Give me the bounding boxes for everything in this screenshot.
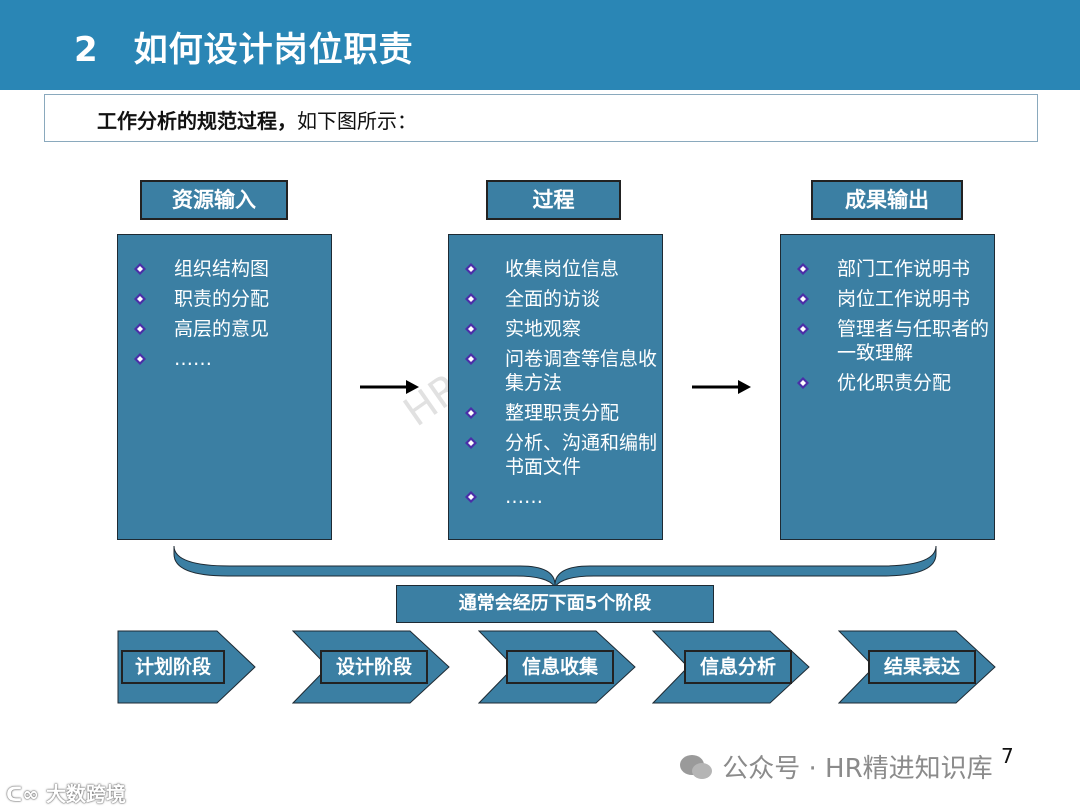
page-title: 2 如何设计岗位职责: [74, 30, 414, 70]
list-item: ……: [134, 347, 331, 371]
list-item: 高层的意见: [134, 317, 331, 341]
subtitle-rest: 如下图所示：: [297, 109, 417, 133]
arrow-right-icon: [692, 380, 751, 394]
phase-report: 结果表达: [838, 630, 996, 704]
diamond-bullet-icon: [797, 377, 809, 389]
diamond-bullet-icon: [465, 323, 477, 335]
input-list: 组织结构图 职责的分配 高层的意见 ……: [118, 235, 331, 371]
diamond-bullet-icon: [134, 263, 146, 275]
footer-watermark: 公众号 · HR精进知识库: [678, 748, 993, 785]
subtitle-text: 工作分析的规范过程，如下图所示：: [97, 105, 417, 134]
diamond-bullet-icon: [134, 323, 146, 335]
diamond-bullet-icon: [797, 323, 809, 335]
list-item: 职责的分配: [134, 287, 331, 311]
stages-heading: 通常会经历下面5个阶段: [396, 585, 714, 623]
list-item: 问卷调查等信息收集方法: [465, 347, 662, 395]
column-box-process: 收集岗位信息 全面的访谈 实地观察 问卷调查等信息收集方法 整理职责分配 分析、…: [448, 234, 663, 540]
list-item: 整理职责分配: [465, 401, 662, 425]
list-item: 管理者与任职者的一致理解: [797, 317, 994, 365]
diamond-bullet-icon: [465, 293, 477, 305]
phase-label: 计划阶段: [121, 650, 225, 684]
diamond-bullet-icon: [465, 263, 477, 275]
list-item: 组织结构图: [134, 257, 331, 281]
list-item: 分析、沟通和编制书面文件: [465, 431, 662, 479]
diamond-bullet-icon: [134, 293, 146, 305]
corner-watermark: ᑕ∞ 大数跨境: [6, 782, 126, 806]
diamond-bullet-icon: [465, 407, 477, 419]
phase-label: 信息分析: [684, 650, 792, 684]
diamond-bullet-icon: [134, 353, 146, 365]
list-item: 实地观察: [465, 317, 662, 341]
diamond-bullet-icon: [797, 293, 809, 305]
diamond-bullet-icon: [465, 491, 477, 503]
column-label-process: 过程: [486, 180, 621, 220]
diamond-bullet-icon: [465, 353, 477, 365]
column-label-input: 资源输入: [140, 180, 288, 220]
list-item: 优化职责分配: [797, 371, 994, 395]
phase-label: 信息收集: [506, 650, 614, 684]
phase-plan: 计划阶段: [117, 630, 257, 704]
loop-logo-icon: ᑕ∞: [6, 782, 39, 806]
list-item: 部门工作说明书: [797, 257, 994, 281]
phase-label: 结果表达: [868, 650, 976, 684]
list-item: 岗位工作说明书: [797, 287, 994, 311]
brace-shape: [173, 545, 937, 588]
list-item: 收集岗位信息: [465, 257, 662, 281]
phase-label: 设计阶段: [320, 650, 428, 684]
arrow-right-icon: [360, 380, 419, 394]
subtitle-bold: 工作分析的规范过程，: [97, 109, 297, 133]
phase-design: 设计阶段: [292, 630, 450, 704]
phase-analyze: 信息分析: [652, 630, 810, 704]
wechat-icon: [680, 755, 712, 779]
process-list: 收集岗位信息 全面的访谈 实地观察 问卷调查等信息收集方法 整理职责分配 分析、…: [449, 235, 662, 509]
diamond-bullet-icon: [797, 263, 809, 275]
page-number: 7: [1001, 744, 1014, 768]
list-item: 全面的访谈: [465, 287, 662, 311]
subtitle-box: 工作分析的规范过程，如下图所示：: [44, 94, 1038, 142]
output-list: 部门工作说明书 岗位工作说明书 管理者与任职者的一致理解 优化职责分配: [781, 235, 994, 395]
phase-collect: 信息收集: [478, 630, 636, 704]
list-item: ……: [465, 485, 662, 509]
column-label-output: 成果输出: [811, 180, 963, 220]
header-bar: 2 如何设计岗位职责: [0, 0, 1080, 90]
column-box-input: 组织结构图 职责的分配 高层的意见 ……: [117, 234, 332, 540]
diamond-bullet-icon: [465, 437, 477, 449]
column-box-output: 部门工作说明书 岗位工作说明书 管理者与任职者的一致理解 优化职责分配: [780, 234, 995, 540]
